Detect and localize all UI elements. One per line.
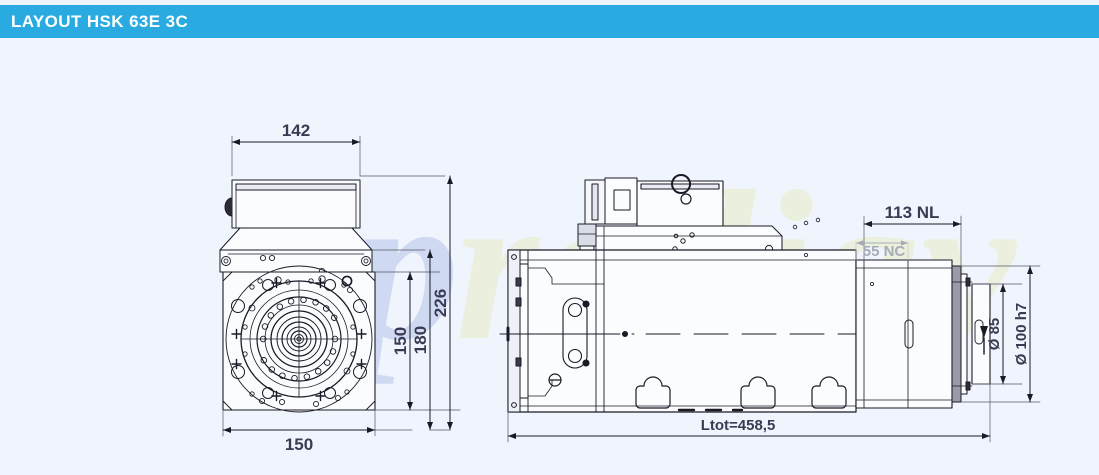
side-slot-detail <box>562 297 590 369</box>
dimension-142: 142 <box>231 121 361 145</box>
side-rear-encoder <box>584 177 638 225</box>
side-mounting-feet <box>635 376 847 409</box>
front-mounting-holes <box>231 279 367 399</box>
side-nose-flange <box>951 265 973 403</box>
dimension-150-height: 150 <box>391 271 413 411</box>
dimension-226-label: 226 <box>431 289 450 317</box>
dimension-113-nl-label: 113 NL <box>885 203 940 222</box>
dimension-150-width: 150 <box>222 427 376 454</box>
page-header: LAYOUT HSK 63E 3C <box>0 5 1099 38</box>
dimension-ltot: Ltot=458,5 <box>507 417 991 439</box>
page-title: LAYOUT HSK 63E 3C <box>11 11 189 31</box>
front-motor-box <box>224 179 361 229</box>
side-top-edge-details <box>781 217 875 286</box>
dimension-150-width-label: 150 <box>285 435 313 454</box>
technical-drawing: 142 150 150 180 226 <box>0 38 1099 475</box>
dimension-ltot-label: Ltot=458,5 <box>701 417 776 434</box>
dimension-113-nl: 113 NL <box>863 203 962 227</box>
side-port-mark <box>548 373 562 387</box>
dimension-150-height-label: 150 <box>391 327 410 355</box>
dimension-55-nc: 55 NC <box>855 240 909 261</box>
dimension-55-nc-label: 55 NC <box>863 243 906 260</box>
side-view <box>499 174 991 413</box>
dimension-142-label: 142 <box>282 121 310 140</box>
dimension-diameter-100h7: Ø 100 h7 <box>1013 265 1033 403</box>
front-view-dimensions: 142 150 150 180 226 <box>222 121 461 454</box>
side-rear-flange <box>507 249 553 413</box>
dimension-diameter-85: Ø 85 <box>986 283 1006 385</box>
front-upper-plate <box>219 227 373 275</box>
dimension-diameter-85-label: Ø 85 <box>986 318 1003 351</box>
side-motor-body <box>636 174 724 227</box>
side-view-dimensions: 113 NL 55 NC Ø 85 Ø 100 h7 <box>507 203 1041 443</box>
dimension-diameter-100h7-label: Ø 100 h7 <box>1013 303 1030 366</box>
dimension-180-label: 180 <box>411 326 430 354</box>
side-internal-ribs <box>551 225 605 413</box>
front-bolt-circle-inner <box>259 296 339 382</box>
dimension-180: 180 <box>411 249 433 431</box>
side-nose-housing <box>855 259 953 409</box>
front-cross-marks <box>231 277 367 402</box>
front-view <box>219 179 376 413</box>
dimension-226: 226 <box>431 175 453 431</box>
side-spindle-body <box>507 249 857 413</box>
